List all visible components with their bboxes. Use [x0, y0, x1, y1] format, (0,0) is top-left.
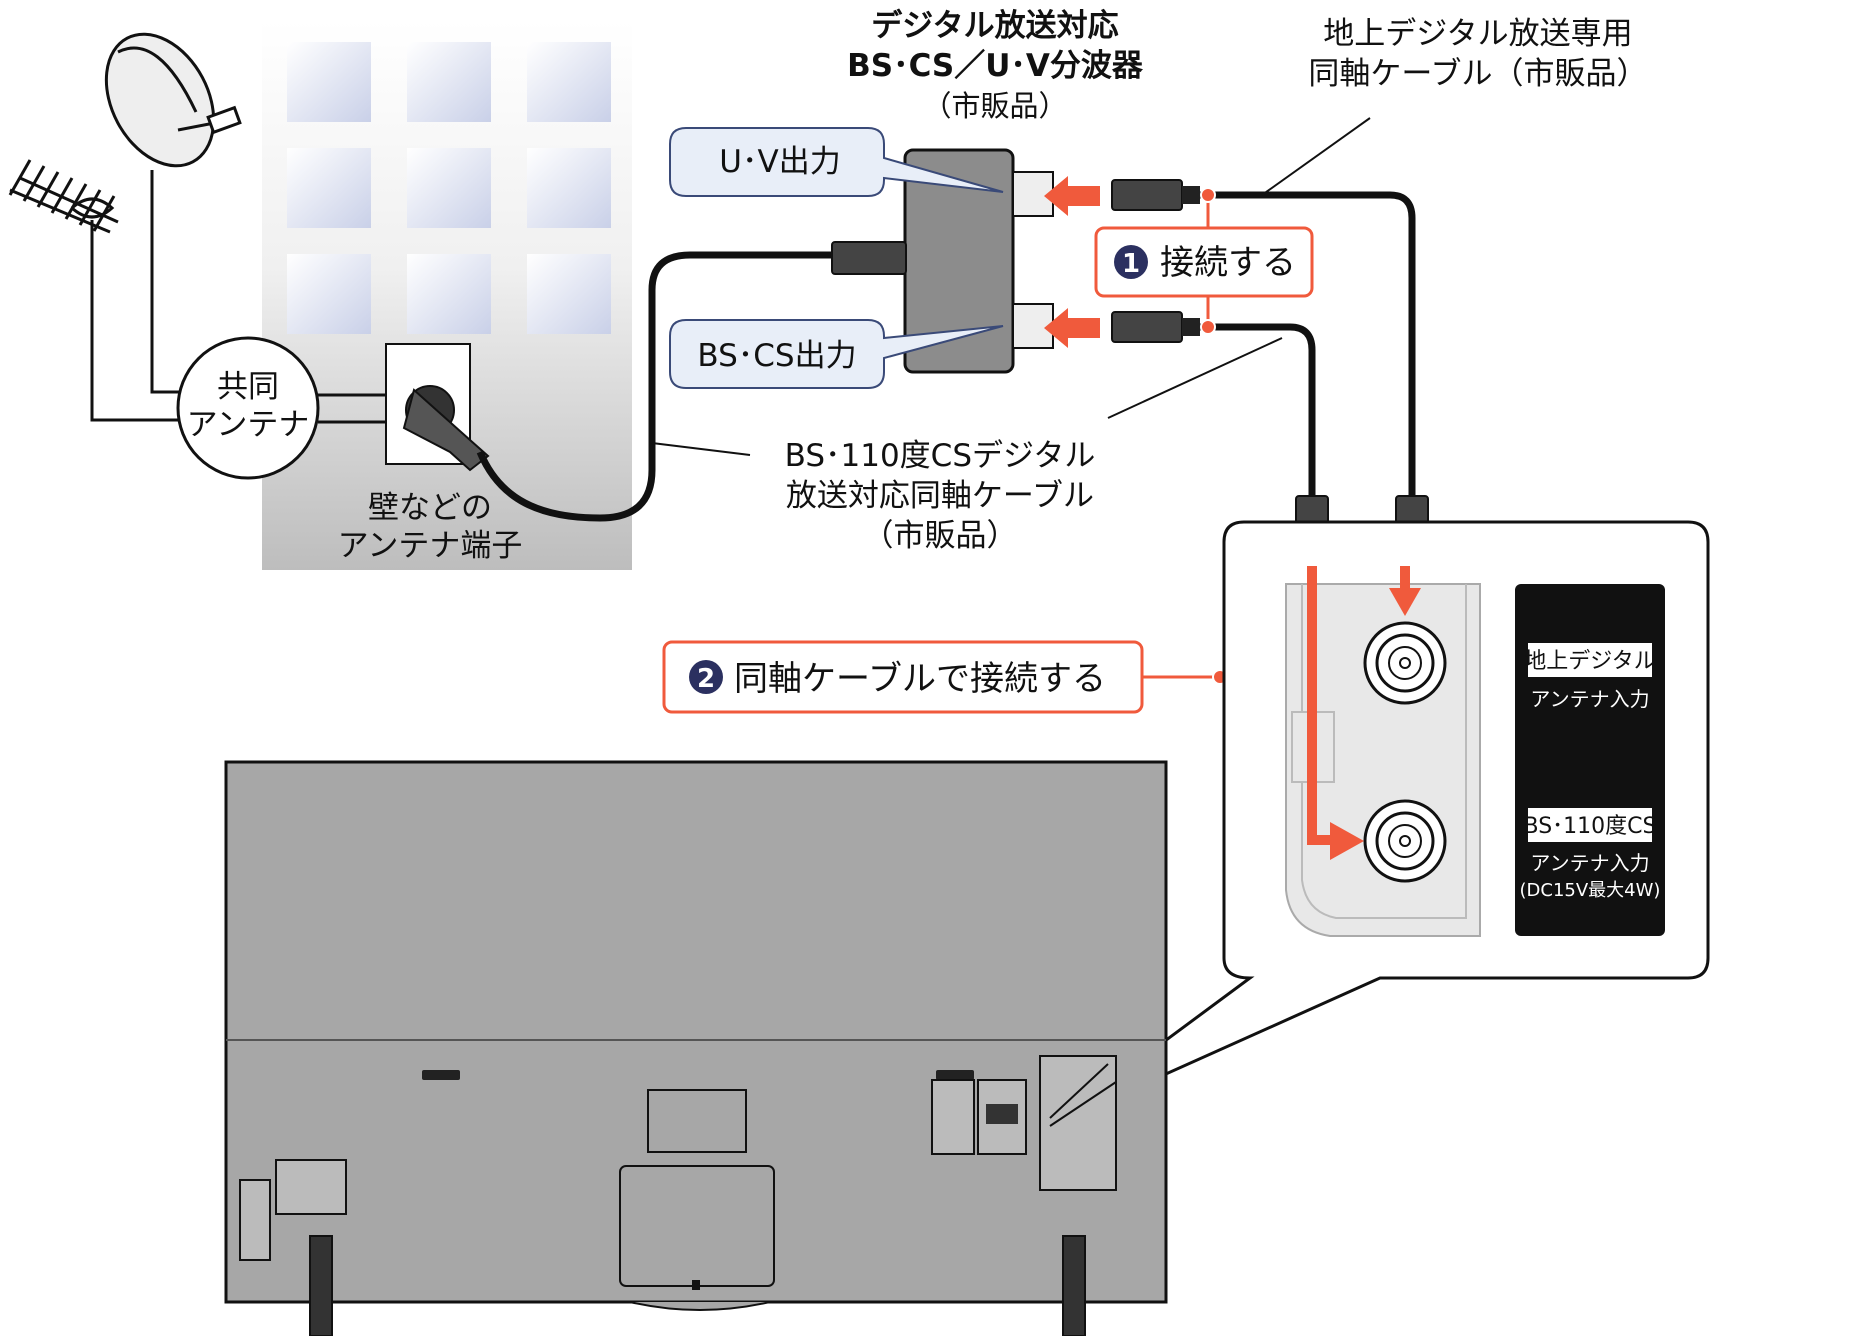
step-2-callout: 2 同軸ケーブルで接続する — [662, 640, 1228, 714]
svg-text:デジタル放送対応: デジタル放送対応 — [871, 8, 1118, 44]
bs-cable — [1200, 323, 1316, 498]
bscs-output-callout: BS･CS出力 — [669, 319, 1004, 389]
tv-panel-zoom: 地上デジタル アンテナ入力 BS･110度CS アンテナ入力 (DC15V最大4… — [1049, 520, 1710, 1128]
svg-text:放送対応同軸ケーブル: 放送対応同軸ケーブル — [786, 478, 1094, 514]
uhf-antenna-icon — [8, 159, 119, 330]
terrestrial-input-jack — [1363, 621, 1447, 705]
uv-output-callout: U･V出力 — [669, 127, 1004, 197]
wall-terminal-label-line1: 壁などの — [368, 490, 492, 526]
shared-antenna: 共同 アンテナ — [176, 336, 320, 480]
terrestrial-cable-label: 地上デジタル放送専用 同軸ケーブル（市販品） — [1308, 16, 1647, 92]
bs-badge: BS･110度CS — [1524, 814, 1657, 839]
splitter — [831, 148, 1054, 374]
bscs-output-label: BS･CS出力 — [697, 338, 856, 374]
uv-output-label: U･V出力 — [719, 144, 840, 180]
wall-to-splitter-cable — [476, 251, 835, 522]
shared-antenna-label-line2: アンテナ — [187, 407, 310, 443]
step-2-badge — [689, 660, 723, 694]
shared-antenna-label-line1: 共同 — [217, 369, 279, 405]
step-2-number: 2 — [697, 664, 715, 694]
wall-antenna-terminal: 壁などの アンテナ端子 — [338, 343, 523, 564]
building — [262, 20, 632, 570]
bs-jack-arrow — [1307, 566, 1336, 845]
bs-cable-leader — [651, 442, 751, 456]
bs-cable-label: BS･110度CSデジタル 放送対応同軸ケーブル （市販品） — [785, 438, 1096, 554]
antenna-wires — [90, 258, 390, 424]
bs-input-jack — [1363, 799, 1447, 883]
uv-output-connector — [1111, 179, 1200, 211]
satellite-dish-icon — [104, 32, 242, 258]
svg-text:（市販品）: （市販品） — [863, 518, 1018, 554]
svg-text:地上デジタル放送専用: 地上デジタル放送専用 — [1323, 16, 1632, 52]
svg-text:BS･110度CSデジタル: BS･110度CSデジタル — [785, 438, 1096, 474]
bscs-arrow — [1044, 308, 1100, 348]
step-1-callout: 1 接続する — [1094, 187, 1314, 335]
svg-text:（市販品）: （市販品） — [922, 89, 1067, 123]
wall-terminal-label-line2: アンテナ端子 — [338, 528, 523, 564]
svg-text:同軸ケーブル（市販品）: 同軸ケーブル（市販品） — [1308, 56, 1647, 92]
terrestrial-cable-leader — [1261, 117, 1371, 196]
bs-cable-leader2 — [1107, 337, 1283, 419]
svg-text:BS･CS／U･V分波器: BS･CS／U･V分波器 — [847, 48, 1144, 84]
terrestrial-sub: アンテナ入力 — [1530, 687, 1649, 711]
terrestrial-badge: 地上デジタル — [1524, 649, 1656, 674]
terrestrial-cable — [1200, 191, 1416, 498]
step-2-text: 同軸ケーブルで接続する — [734, 659, 1106, 699]
splitter-title: デジタル放送対応 BS･CS／U･V分波器 （市販品） — [847, 8, 1144, 123]
step-1-badge — [1114, 245, 1148, 279]
bs-sub-line1: アンテナ入力 — [1530, 851, 1649, 875]
uv-arrow — [1044, 176, 1100, 216]
bs-sub-line2: (DC15V最大4W) — [1520, 880, 1661, 901]
bscs-output-connector — [1111, 311, 1200, 343]
building-windows — [287, 42, 611, 334]
step-1-text: 接続する — [1160, 243, 1296, 283]
tv-rear — [224, 760, 1168, 1336]
step-1-number: 1 — [1122, 249, 1140, 279]
